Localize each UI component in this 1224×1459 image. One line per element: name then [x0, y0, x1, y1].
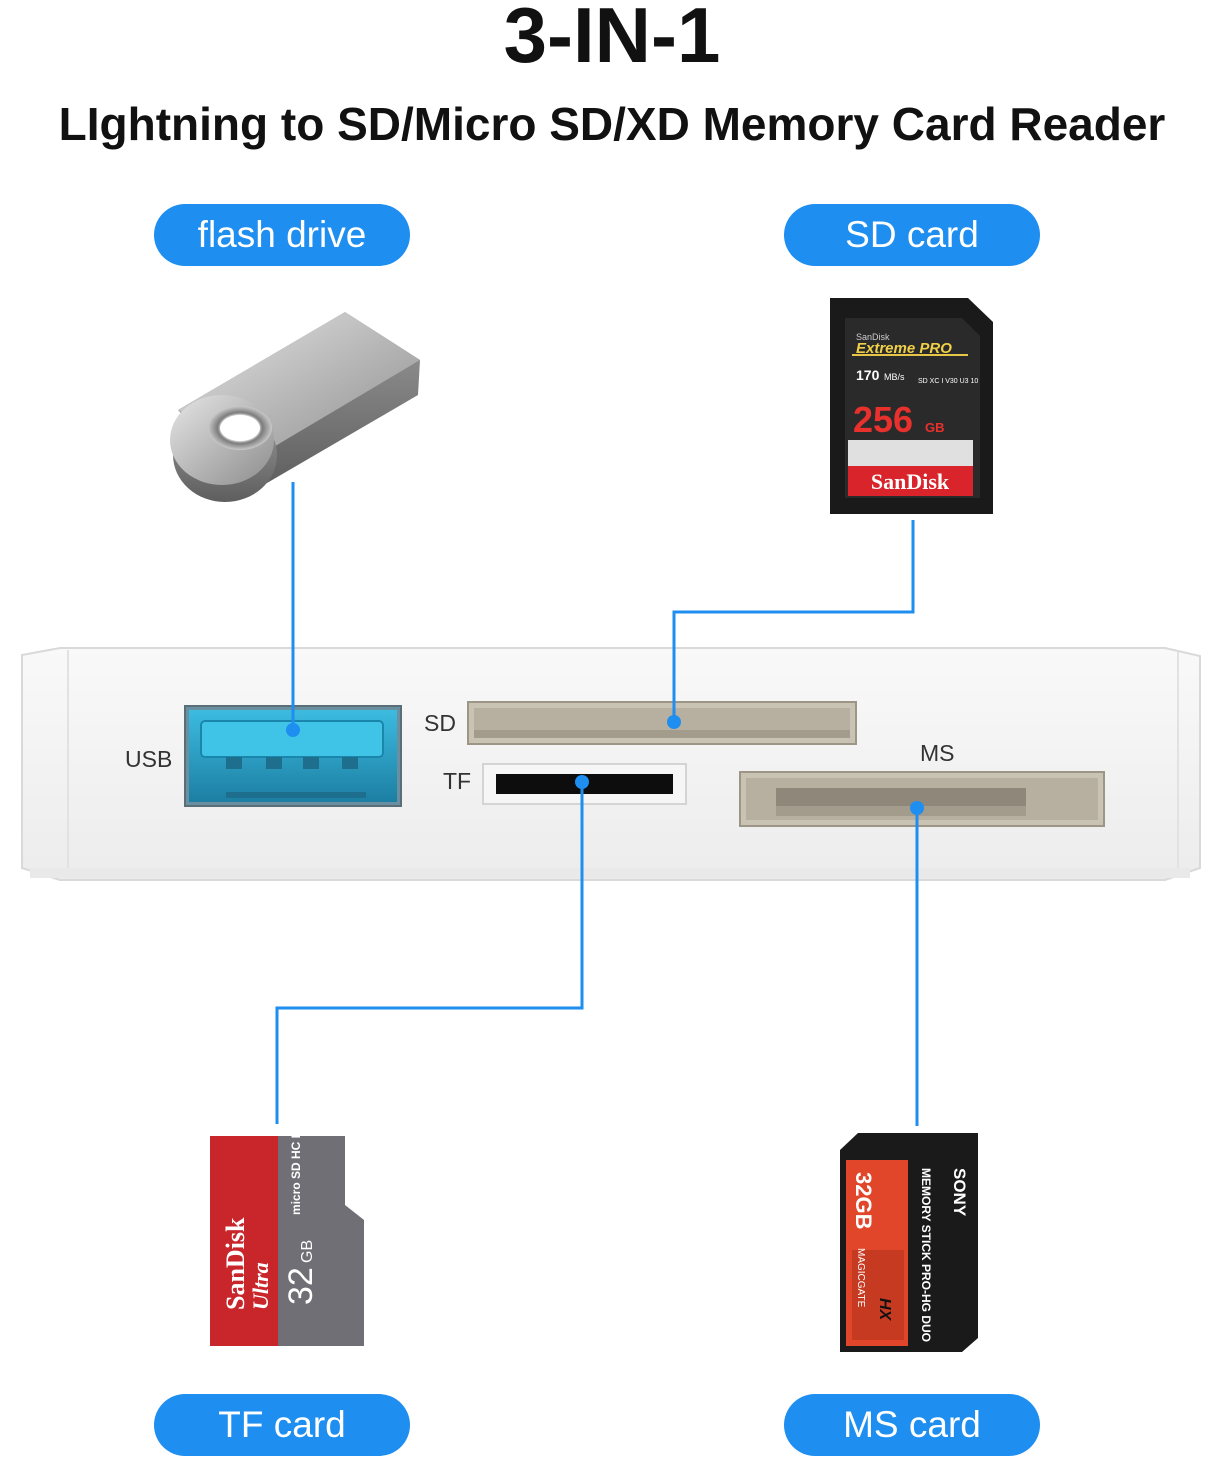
tf-card-capacity-unit: GB — [299, 1240, 316, 1263]
tf-card-class-marks: micro SD HC I A1 10 — [289, 1100, 303, 1215]
ms-card-sub: MAGICGATE — [855, 1248, 866, 1308]
usb-port-label: USB — [125, 746, 173, 772]
dot-usb — [286, 723, 300, 737]
connector-tf — [275, 782, 584, 1124]
ms-card-image: SONY MEMORY STICK PRO-HG DUO 32GB MAGICG… — [840, 1133, 978, 1352]
connector-lines — [275, 482, 919, 1126]
flash-drive-callout: flash drive — [154, 204, 410, 266]
sd-card-capacity: 256 — [853, 399, 913, 440]
ms-card-capacity: 32GB — [851, 1172, 876, 1229]
dot-ms — [910, 801, 924, 815]
connector-dots — [286, 715, 924, 815]
page-subtitle: LIghtning to SD/Micro SD/XD Memory Card … — [58, 98, 1166, 150]
tf-card-image: SanDisk Ultra 32 GB micro SD HC I A1 10 — [210, 1100, 364, 1346]
sd-slot-label: SD — [424, 710, 456, 736]
page-title: 3-IN-1 — [503, 0, 721, 79]
connector-sd — [672, 520, 915, 722]
ms-card-hx: HX — [876, 1298, 893, 1322]
sd-card-line: Extreme PRO — [856, 340, 952, 357]
dot-sd — [667, 715, 681, 729]
ms-card-callout: MS card — [784, 1394, 1040, 1456]
sd-card-class-marks: SD XC I V30 U3 10 — [918, 378, 978, 385]
sd-card-brand: SanDisk — [871, 469, 950, 494]
sd-card-image: SanDisk Extreme PRO 170 MB/s SD XC I V30… — [830, 298, 993, 514]
sd-card-capacity-unit: GB — [925, 420, 945, 435]
tf-card-capacity: 32 — [282, 1267, 320, 1305]
dot-tf — [575, 775, 589, 789]
tf-slot-label: TF — [443, 768, 472, 794]
ms-card-brand: SONY — [950, 1168, 969, 1217]
flash-drive-image — [170, 312, 420, 502]
sd-card-speed-unit: MB/s — [884, 372, 905, 382]
tf-card-callout: TF card — [154, 1394, 410, 1456]
sd-card-brand-small: SanDisk — [856, 332, 890, 342]
sd-card-speed: 170 — [856, 367, 880, 383]
ms-slot-label: MS — [920, 740, 955, 766]
sd-slot[interactable] — [467, 701, 857, 745]
tf-card-brand: SanDisk — [221, 1217, 250, 1310]
tf-card-line: Ultra — [248, 1262, 273, 1310]
ms-card-line: MEMORY STICK PRO-HG DUO — [919, 1168, 933, 1342]
sd-card-callout: SD card — [784, 204, 1040, 266]
ms-slot[interactable] — [739, 771, 1105, 827]
